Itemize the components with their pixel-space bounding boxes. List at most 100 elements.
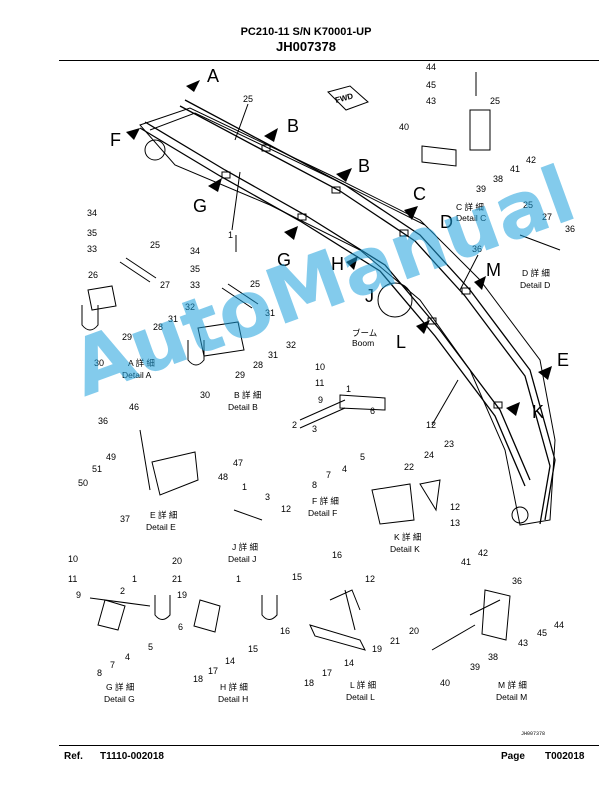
part-number: 7: [326, 470, 331, 480]
view-letter-g2: G: [277, 250, 291, 270]
part-number: 10: [68, 554, 78, 564]
view-letter-m: M: [486, 260, 501, 280]
part-number: 19: [372, 644, 382, 654]
clamp: [493, 401, 503, 409]
boom-outline: [139, 107, 556, 526]
detail-bracket: [339, 394, 386, 411]
part-number: 14: [344, 658, 354, 668]
detail-bolt: [299, 399, 346, 429]
part-number: 7: [110, 660, 115, 670]
detail-caption-f: Detail F: [308, 508, 337, 518]
part-number: 25: [490, 96, 500, 106]
part-number: 1: [132, 574, 137, 584]
part-number: 25: [250, 279, 260, 289]
detail-caption-jp: F 詳 細: [312, 496, 339, 506]
detail-bar: [329, 589, 361, 611]
part-number: 38: [488, 652, 498, 662]
page-header: PC210-11 S/N K70001-UP JH007378: [0, 26, 612, 54]
part-number: 3: [312, 424, 317, 434]
hose-line: [139, 127, 526, 487]
part-number: 32: [185, 302, 195, 312]
view-letter-h: H: [331, 254, 344, 274]
part-number: 3: [265, 492, 270, 502]
view-letter-j: J: [365, 286, 374, 306]
view-letter-b2: B: [358, 156, 370, 176]
detail-caption-g: Detail G: [104, 694, 135, 704]
part-number: 35: [190, 264, 200, 274]
detail-caption-h: Detail H: [218, 694, 248, 704]
view-letter-e: E: [557, 350, 569, 370]
detail-pipe: [344, 589, 356, 631]
view-arrow: [538, 366, 552, 380]
part-number: 1: [346, 384, 351, 394]
part-number: 1: [242, 482, 247, 492]
detail-caption-jp: B 詳 細: [234, 390, 261, 400]
view-arrow: [264, 128, 278, 142]
detail-caption-jp: H 詳 細: [220, 682, 248, 692]
hose-line: [184, 99, 556, 521]
part-number: 4: [342, 464, 347, 474]
drawing-stamp: JH007378: [521, 731, 546, 737]
part-number: 42: [478, 548, 488, 558]
part-number: 40: [399, 122, 409, 132]
part-number: 10: [315, 362, 325, 372]
boom-end-pin: [511, 506, 529, 524]
part-number: 25: [150, 240, 160, 250]
detail-caption-a: Detail A: [122, 370, 152, 380]
view-arrow: [186, 80, 200, 92]
detail-bracket: [197, 321, 245, 357]
detail-clamp-bar: [119, 257, 157, 283]
part-number: 9: [318, 395, 323, 405]
detail-caption-jp: G 詳 細: [106, 682, 134, 692]
part-number: 45: [426, 80, 436, 90]
part-number: 16: [332, 550, 342, 560]
part-number: 5: [148, 642, 153, 652]
detail-bracket: [481, 589, 511, 641]
detail-caption-m: Detail M: [496, 692, 527, 702]
view-arrow: [284, 226, 298, 240]
part-number: 1: [228, 230, 233, 240]
part-number: 41: [461, 557, 471, 567]
detail-ubolt: [81, 305, 99, 331]
boom-pivot: [377, 282, 413, 318]
part-number: 21: [172, 574, 182, 584]
part-number: 39: [476, 184, 486, 194]
part-number: 47: [233, 458, 243, 468]
view-letter-a: A: [207, 66, 219, 86]
detail-caption-d: Detail D: [520, 280, 550, 290]
part-number: 31: [168, 314, 178, 324]
detail-caption-jp: M 詳 細: [498, 680, 527, 690]
part-number: 49: [106, 452, 116, 462]
detail-bar: [431, 624, 476, 651]
fwd-label: FWD: [334, 91, 354, 104]
clamp: [399, 229, 409, 237]
detail-caption-b: Detail B: [228, 402, 258, 412]
part-number: 24: [424, 450, 434, 460]
part-number: 51: [92, 464, 102, 474]
part-number: 30: [94, 358, 104, 368]
part-number: 32: [286, 340, 296, 350]
part-number: 12: [426, 420, 436, 430]
part-number: 46: [129, 402, 139, 412]
part-number: 27: [542, 212, 552, 222]
fwd-arrow-box: [327, 85, 369, 111]
part-number: 15: [248, 644, 258, 654]
boom-label-en: Boom: [352, 338, 374, 348]
part-number: 20: [409, 626, 419, 636]
detail-caption-k: Detail K: [390, 544, 420, 554]
footer-rule: [59, 745, 599, 746]
view-letter-g: G: [193, 196, 207, 216]
detail-caption-l: Detail L: [346, 692, 375, 702]
part-number: 33: [190, 280, 200, 290]
part-number: 43: [518, 638, 528, 648]
part-number: 50: [78, 478, 88, 488]
detail-clamp-bar: [221, 283, 259, 309]
part-number: 11: [315, 378, 324, 388]
part-number: 5: [360, 452, 365, 462]
view-arrow: [346, 256, 358, 270]
part-number: 28: [253, 360, 263, 370]
detail-bracket: [371, 483, 415, 525]
view-arrow: [208, 178, 222, 192]
detail-ubolt: [187, 340, 205, 366]
